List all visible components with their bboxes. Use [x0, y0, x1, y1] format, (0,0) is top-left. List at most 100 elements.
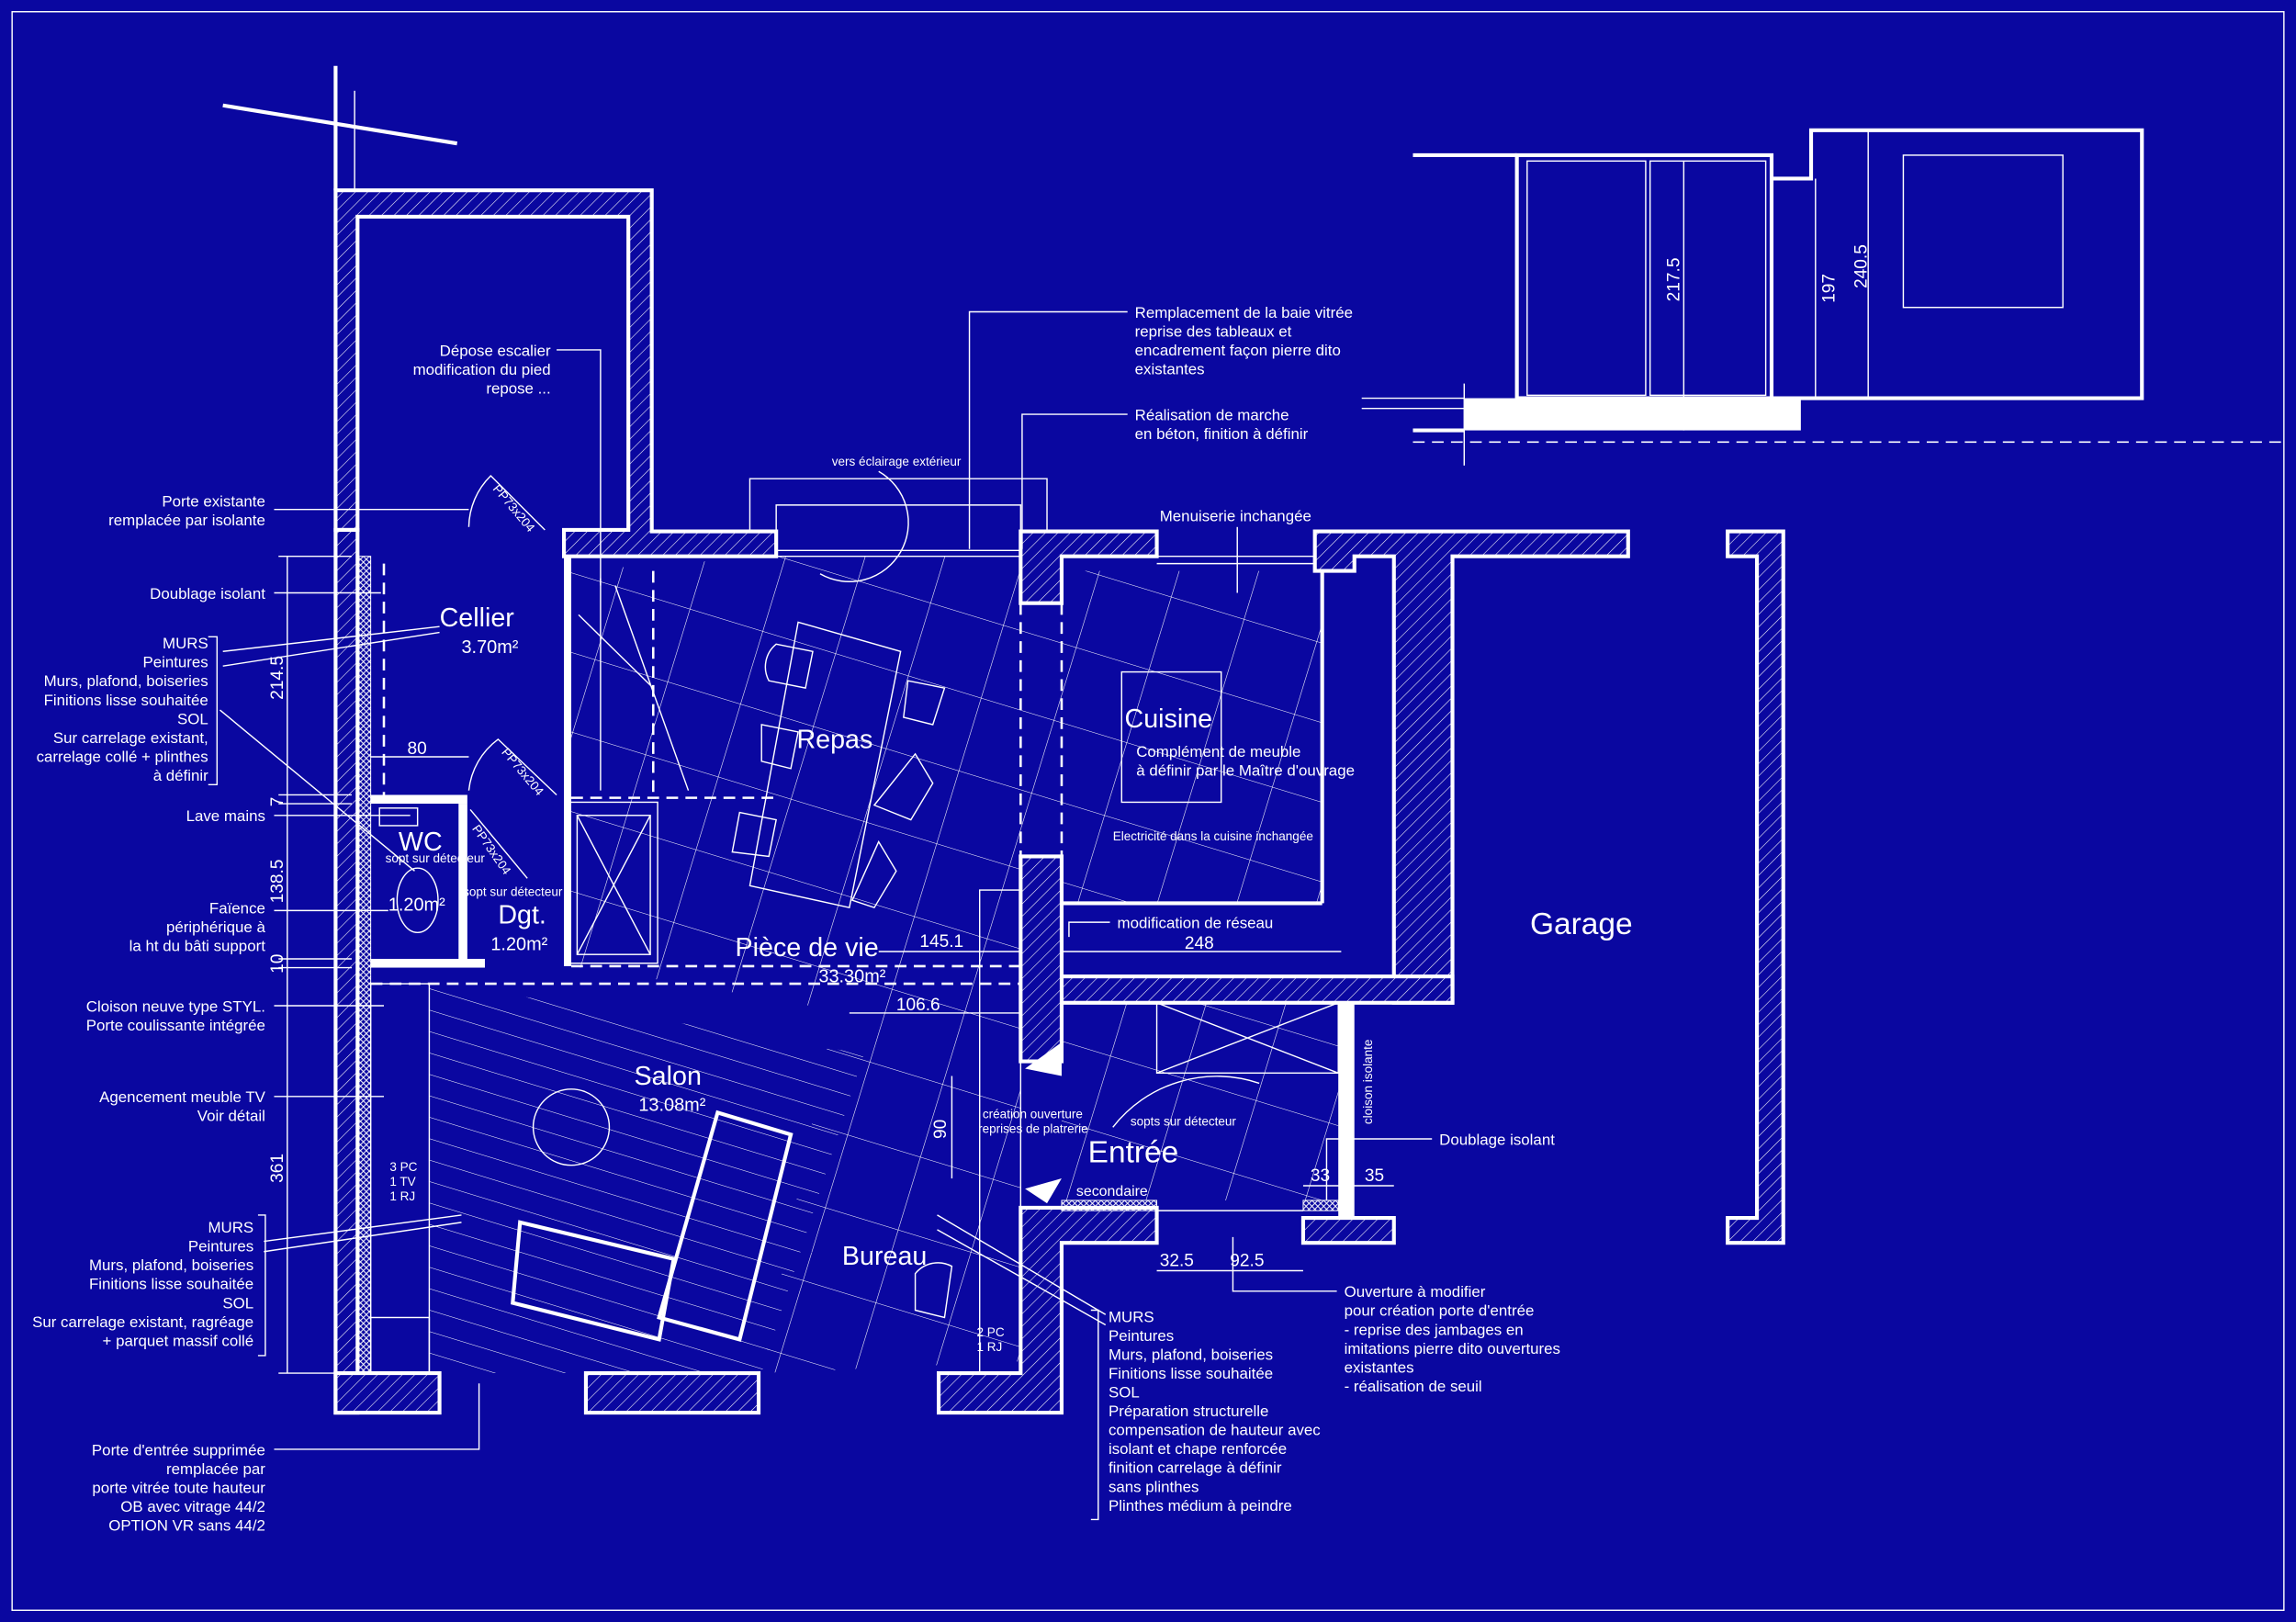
insulation-entree-right [1302, 1200, 1339, 1211]
room-name-wc: WC [399, 828, 443, 857]
wall-bureau-entree [1019, 854, 1064, 1064]
label-salon-pc: 3 PC [389, 1160, 417, 1174]
note-line: OB avec vitrage 44/2 [120, 1498, 265, 1515]
note-menuiserie: Menuiserie inchangée [1160, 507, 1311, 524]
note-line: Réalisation de marche [1135, 406, 1289, 423]
partitions [369, 556, 1339, 1374]
note-line: Peintures [142, 654, 208, 671]
note-line: Faïence [209, 900, 265, 918]
dim-elev-27: 27 [1665, 407, 1684, 426]
dim-35: 35 [1365, 1166, 1384, 1186]
wall-bottom-salon [583, 1370, 761, 1415]
note-line: Menuiserie inchangée [1160, 507, 1311, 524]
wall-entree-partition [1338, 1002, 1355, 1219]
door-tag: PP73x204 [499, 746, 546, 799]
note-line: en béton, finition à définir [1135, 425, 1309, 443]
label-creation-ouverture: création ouverture [983, 1108, 1083, 1121]
label-sopts-entree: sopts sur détecteur [1131, 1115, 1237, 1129]
shaft-cross [576, 815, 651, 955]
bureau-shelving [978, 889, 1022, 1374]
shaft-frame [566, 801, 658, 964]
tile-floor-entree [1061, 1002, 1339, 1200]
note-line: Finitions lisse souhaitée [1109, 1365, 1273, 1382]
wall-bottom-left [333, 1370, 442, 1415]
wall-left-exterior [333, 527, 360, 1415]
electrical-panel [369, 1316, 431, 1374]
sofa-seat [511, 1220, 676, 1342]
note-line: modification de réseau [1118, 915, 1274, 932]
sofa-back [657, 1109, 793, 1342]
door-tag: PP73x204 [490, 482, 538, 535]
dim-elev-217-5: 217.5 [1665, 258, 1684, 302]
label-secondaire: secondaire [1076, 1184, 1148, 1200]
dim-90: 90 [931, 1120, 951, 1139]
note-line: porte vitrée toute hauteur [92, 1479, 265, 1496]
note-porte-existante: Porte existante remplacée par isolante [108, 492, 265, 529]
note-line: SOL [1109, 1384, 1140, 1402]
room-name-salon: Salon [635, 1062, 702, 1091]
note-line: Plinthes médium à peindre [1109, 1497, 1292, 1515]
note-line: existantes [1345, 1358, 1414, 1376]
coffee-table [532, 1088, 611, 1166]
room-name-cuisine: Cuisine [1124, 704, 1212, 734]
label-bureau-rj: 1 RJ [977, 1340, 1003, 1354]
note-line: + parquet massif collé [103, 1332, 254, 1349]
label-reprises-platrerie: reprises de platrerie [978, 1122, 1088, 1136]
note-line: Préparation structurelle [1109, 1402, 1268, 1420]
note-line: Finitions lisse souhaitée [89, 1276, 253, 1293]
room-area-wc: 1.20m² [388, 895, 445, 915]
note-doublage-isolant-left: Doublage isolant [150, 585, 265, 603]
note-line: Porte existante [162, 492, 265, 510]
wall-upper-annex [333, 188, 779, 558]
note-line: reprise des tableaux et [1135, 322, 1292, 340]
note-line: Porte d'entrée supprimée [92, 1441, 265, 1459]
elevation-detail [1361, 128, 2284, 466]
partition-wc-dgt [458, 804, 467, 965]
note-line: modification du pied [413, 361, 551, 378]
entree-closet-cross [1156, 1002, 1339, 1074]
note-line: Dépose escalier [440, 342, 551, 359]
note-line: - reprise des jambages en [1345, 1321, 1524, 1338]
door-swing-wc [467, 738, 557, 795]
label-cloison-isolante: cloison isolante [1361, 1040, 1375, 1125]
hand-basin [378, 807, 419, 827]
note-line: OPTION VR sans 44/2 [108, 1517, 265, 1535]
dim-106-6: 106.6 [896, 996, 940, 1015]
dim-cellier-height: 214.5 [268, 656, 287, 700]
elev-leaf-right [1649, 160, 1767, 397]
note-modif-reseau: modification de réseau [1118, 915, 1274, 932]
note-line: Murs, plafond, boiseries [44, 672, 208, 690]
room-name-repas: Repas [796, 725, 872, 754]
room-area-salon: 13.08m² [638, 1096, 705, 1116]
dim-80: 80 [408, 739, 427, 759]
note-line: SOL [177, 710, 208, 727]
room-area-piece-de-vie: 33.30m² [818, 966, 885, 986]
wall-garage-right [1726, 529, 1785, 1245]
shaft [576, 815, 651, 955]
elev-step [1464, 398, 1801, 431]
elev-bay [1514, 152, 1774, 400]
label-electricite-cuisine: Electricité dans la cuisine inchangée [1113, 829, 1313, 843]
label-salon-tv: 1 TV [389, 1175, 415, 1188]
note-line: Agencement meuble TV [99, 1088, 265, 1106]
partition-wc-salon [370, 958, 485, 968]
note-line: pour création porte d'entrée [1345, 1302, 1535, 1320]
note-line: remplacée par isolante [108, 512, 265, 529]
note-line: Remplacement de la baie vitrée [1135, 304, 1353, 321]
dim-wc-height: 138.5 [268, 860, 287, 904]
door-wc-leaf [469, 808, 528, 879]
site-line [222, 103, 458, 146]
note-line: MURS [208, 1219, 253, 1236]
note-line: Complément de meuble [1136, 743, 1300, 760]
elev-window [1902, 154, 2064, 309]
desk-chair [914, 1262, 953, 1319]
